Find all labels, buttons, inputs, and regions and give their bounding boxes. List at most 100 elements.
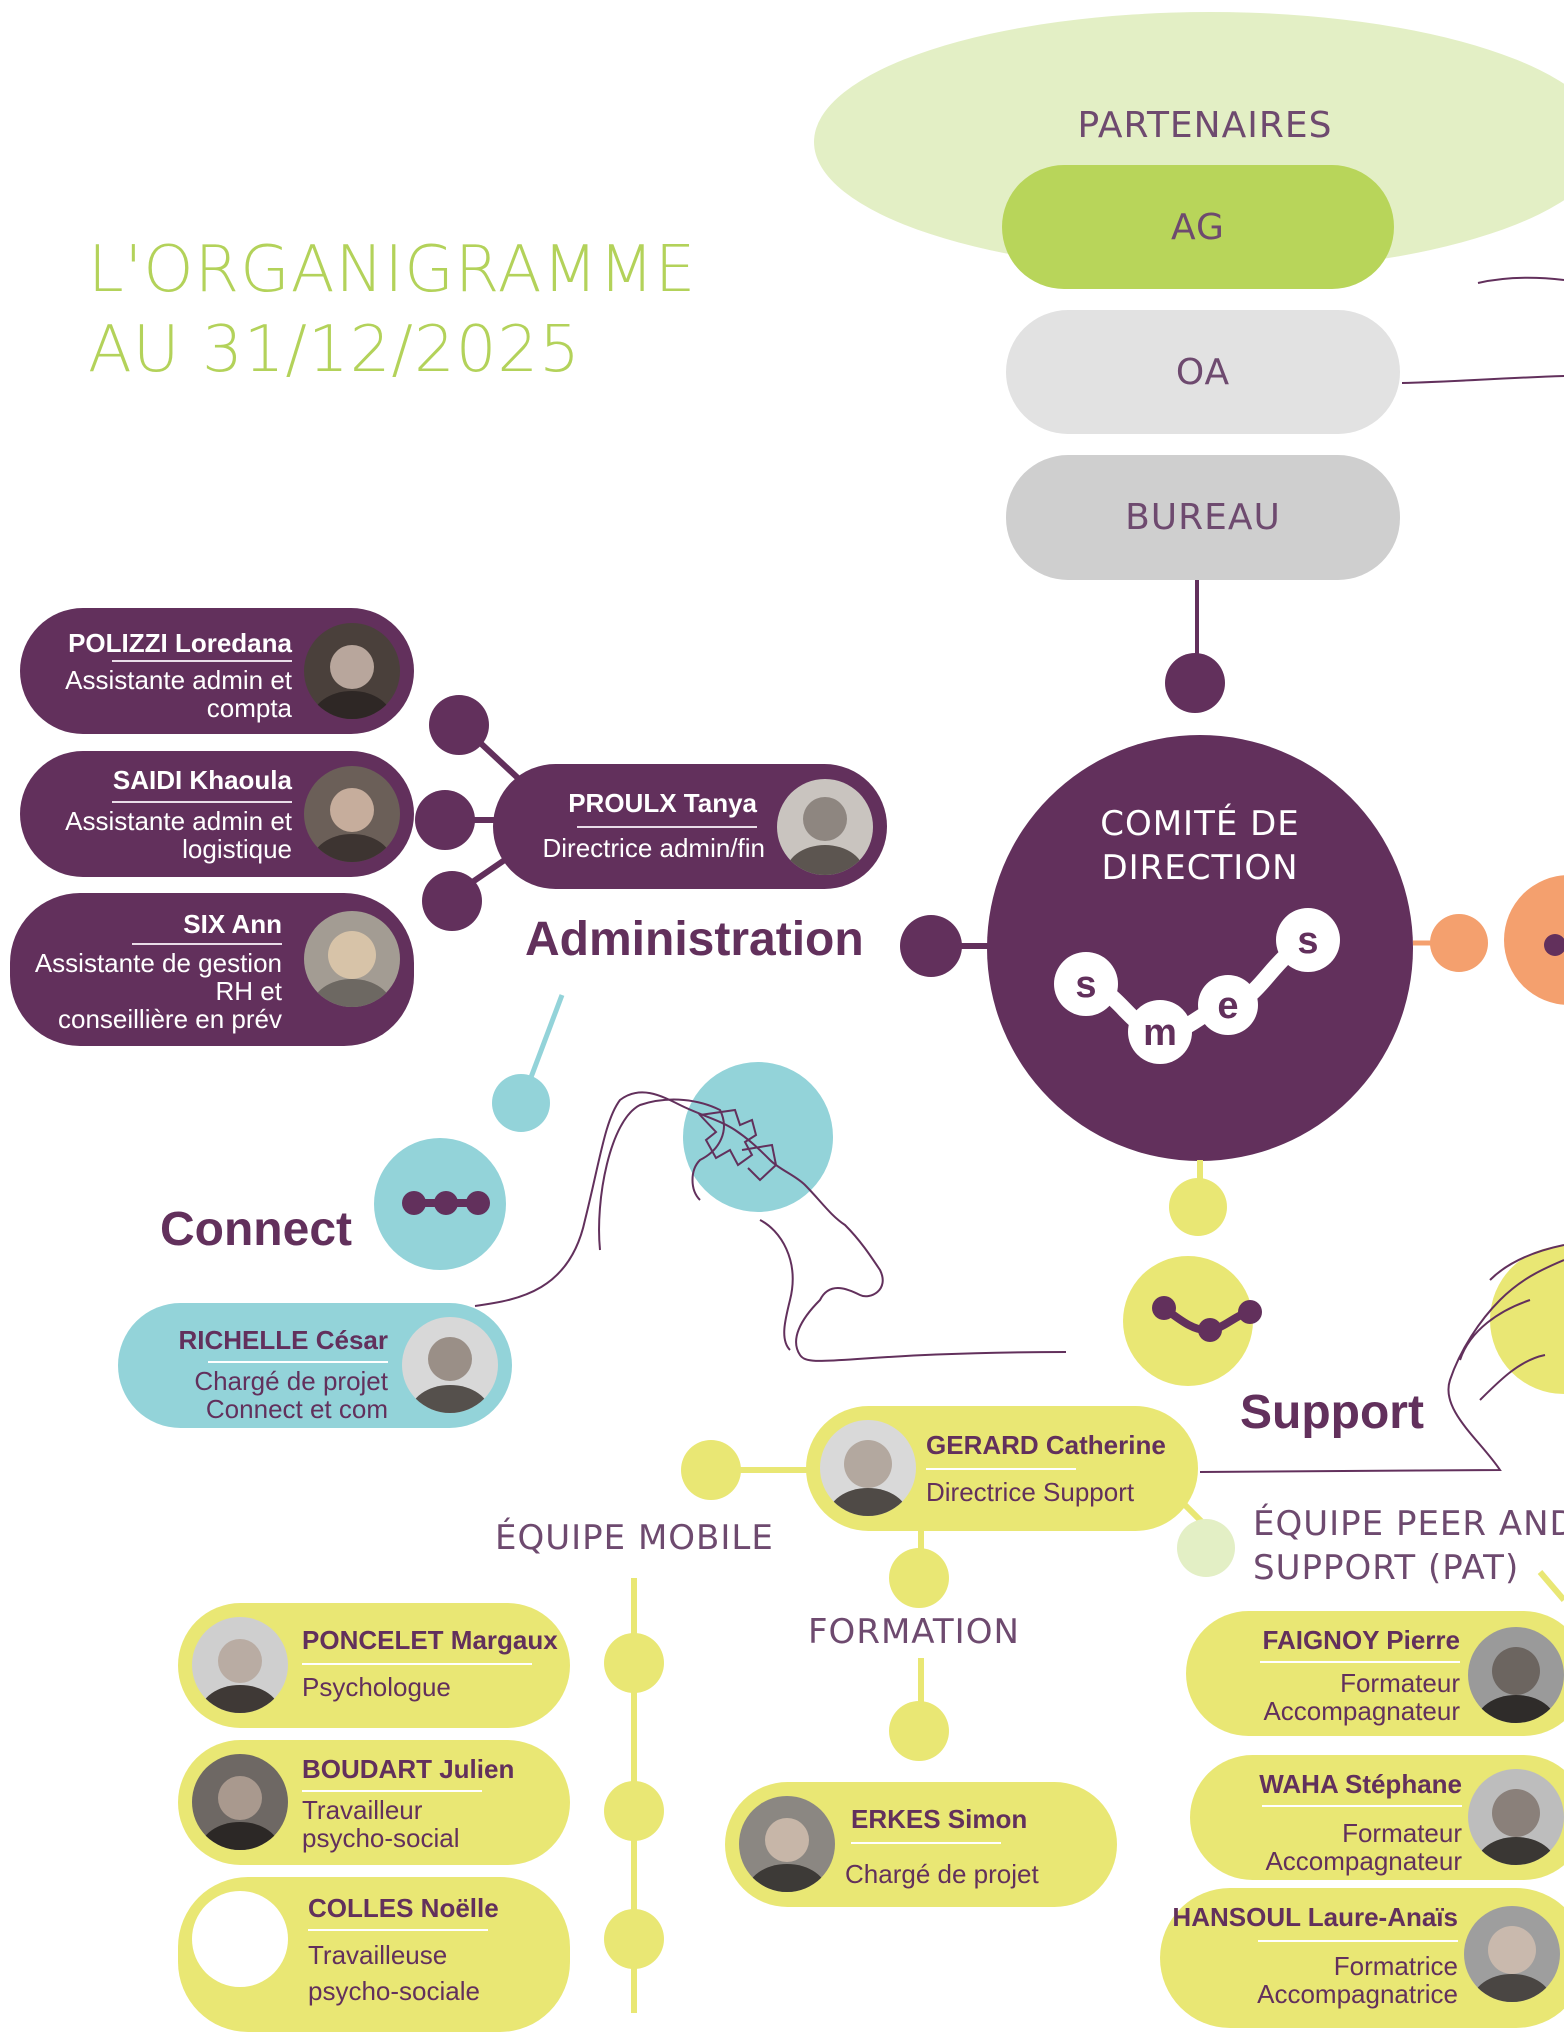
smes-logo-e: e	[1217, 985, 1238, 1027]
peer-member-3-underline	[1258, 1940, 1458, 1942]
admin-head-card: PROULX Tanya Directrice admin/fin	[493, 764, 887, 889]
formation-node	[889, 1701, 949, 1761]
ag-label: AG	[1171, 206, 1225, 248]
mobile-member-2-role-line1: Travailleur	[302, 1795, 423, 1825]
peer-member-1-role: Formateur Accompagnateur	[1263, 1669, 1460, 1725]
connect-member-role-line1: Chargé de projet	[194, 1366, 388, 1396]
formation-member-underline	[851, 1842, 1001, 1844]
hand-outline-1	[598, 1098, 725, 1251]
support-section-label: Support	[1240, 1386, 1424, 1439]
team-peer-label-line2: SUPPORT (PAT)	[1253, 1548, 1520, 1588]
smes-logo-ribbon	[1078, 932, 1316, 1041]
oa-pill: OA	[1006, 310, 1400, 434]
formation-member-role: Chargé de projet	[845, 1859, 1039, 1889]
admin-head-role: Directrice admin/fin	[542, 833, 765, 863]
admin-member-3-role-line2: RH et	[215, 976, 282, 1006]
mobile-member-card-1: PONCELET Margaux Psychologue	[178, 1603, 570, 1728]
team-formation-label: FORMATION	[808, 1612, 1020, 1652]
smes-logo: s m e s	[1054, 908, 1340, 1064]
ag-connector	[1477, 276, 1564, 284]
peer-member-2-role: Formateur Accompagnateur	[1265, 1819, 1462, 1875]
connect-member-role: Chargé de projet Connect et com	[194, 1367, 388, 1423]
admin-member-2-role-line2: logistique	[182, 834, 292, 864]
smes-logo-s2: s	[1297, 920, 1318, 962]
mobile-member-3-underline	[308, 1929, 488, 1931]
mobile-member-2-role: Travailleur psycho-social	[302, 1796, 460, 1852]
mobile-node-3	[604, 1909, 664, 1969]
mobile-member-3-avatar	[192, 1891, 288, 1987]
admin-head-name: PROULX Tanya	[568, 788, 757, 818]
connect-member-card: RICHELLE César Chargé de projet Connect …	[118, 1303, 512, 1428]
page-title-line1: L'ORGANIGRAMME	[88, 233, 697, 307]
direction-label: COMITÉ DE DIRECTION	[1040, 802, 1360, 890]
page-title: L'ORGANIGRAMME AU 31/12/2025	[88, 230, 696, 390]
peer-member-2-role-line1: Formateur	[1342, 1818, 1462, 1848]
support-head-role: Directrice Support	[926, 1477, 1135, 1507]
admin-node	[900, 915, 962, 977]
formation-member-name: ERKES Simon	[851, 1804, 1028, 1834]
admin-branch-node-top	[429, 695, 489, 755]
team-mobile-label: ÉQUIPE MOBILE	[495, 1518, 774, 1558]
peer-member-3-name: HANSOUL Laure-Anaïs	[1172, 1902, 1458, 1932]
connect-node	[492, 1074, 550, 1132]
peer-member-1-role-line2: Accompagnateur	[1263, 1696, 1460, 1726]
admin-head-underline	[577, 826, 757, 828]
mobile-member-3-role: Travailleuse psycho-sociale	[308, 1937, 480, 2009]
peer-member-2-name: WAHA Stéphane	[1259, 1769, 1462, 1799]
bureau-label: BUREAU	[1125, 497, 1281, 538]
oa-connector	[1401, 375, 1564, 384]
peer-member-card-1: FAIGNOY Pierre Formateur Accompagnateur	[1186, 1611, 1564, 1736]
mobile-member-1-role: Psychologue	[302, 1672, 451, 1702]
admin-member-card-2: SAIDI Khaoula Assistante admin et logist…	[20, 751, 414, 877]
peer-branch-line	[1537, 1570, 1564, 1602]
formation-member-avatar	[739, 1796, 835, 1892]
mobile-member-2-name: BOUDART Julien	[302, 1754, 515, 1784]
smes-logo-s2-bubble	[1276, 908, 1340, 972]
mobile-member-card-3: COLLES Noëlle Travailleuse psycho-social…	[178, 1877, 570, 2032]
mobile-member-2-underline	[302, 1790, 482, 1792]
smes-logo-e-bubble	[1198, 975, 1258, 1035]
mobile-member-3-role-line1: Travailleuse	[308, 1940, 448, 1970]
oa-label: OA	[1175, 351, 1231, 393]
formation-member-card: ERKES Simon Chargé de projet	[725, 1782, 1117, 1907]
bureau-pill: BUREAU	[1006, 455, 1400, 580]
administration-section-label: Administration	[525, 913, 864, 966]
page-title-line2: AU 31/12/2025	[88, 313, 581, 387]
smes-logo-m-bubble	[1128, 1000, 1192, 1064]
hands-line-art-right	[1199, 1244, 1564, 1473]
peer-member-2-avatar	[1468, 1769, 1564, 1865]
orange-bubble	[1504, 875, 1564, 1005]
admin-member-1-role: Assistante admin et compta	[65, 666, 292, 722]
formation-node-top	[889, 1548, 949, 1608]
smes-logo-m: m	[1143, 1012, 1177, 1054]
admin-member-3-underline	[132, 943, 282, 945]
bureau-node	[1165, 653, 1225, 713]
ag-pill: AG	[1002, 165, 1394, 289]
admin-member-1-avatar	[304, 623, 400, 719]
mobile-member-card-2: BOUDART Julien Travailleur psycho-social	[178, 1740, 570, 1865]
mobile-member-1-underline	[302, 1663, 532, 1665]
admin-head-avatar	[777, 779, 873, 875]
admin-member-1-name: POLIZZI Loredana	[68, 628, 292, 658]
smes-logo-s1-bubble	[1054, 952, 1118, 1016]
connect-connector	[527, 994, 565, 1081]
peer-member-3-role: Formatrice Accompagnatrice	[1257, 1952, 1458, 2008]
orange-bubble-dot	[1544, 934, 1564, 956]
peer-member-card-2: WAHA Stéphane Formateur Accompagnateur	[1190, 1755, 1564, 1880]
peer-node	[1177, 1519, 1235, 1577]
mobile-member-3-name: COLLES Noëlle	[308, 1893, 499, 1923]
peer-member-1-underline	[1260, 1661, 1460, 1663]
team-peer-label-line1: ÉQUIPE PEER AND	[1253, 1504, 1564, 1544]
admin-member-1-role-line2: compta	[206, 693, 292, 723]
partners-label: PARTENAIRES	[1077, 104, 1333, 146]
peer-member-3-avatar	[1464, 1906, 1560, 2002]
support-right-bubble	[1490, 1246, 1564, 1394]
support-head-card: GERARD Catherine Directrice Support	[806, 1406, 1198, 1531]
direction-label-line2: DIRECTION	[1101, 848, 1299, 888]
mobile-member-3-role-line2: psycho-sociale	[308, 1976, 480, 2006]
admin-member-3-avatar	[304, 911, 400, 1007]
mobile-member-2-avatar	[192, 1754, 288, 1850]
peer-member-3-role-line2: Accompagnatrice	[1257, 1979, 1458, 2009]
support-bubble-line	[1161, 1304, 1252, 1335]
